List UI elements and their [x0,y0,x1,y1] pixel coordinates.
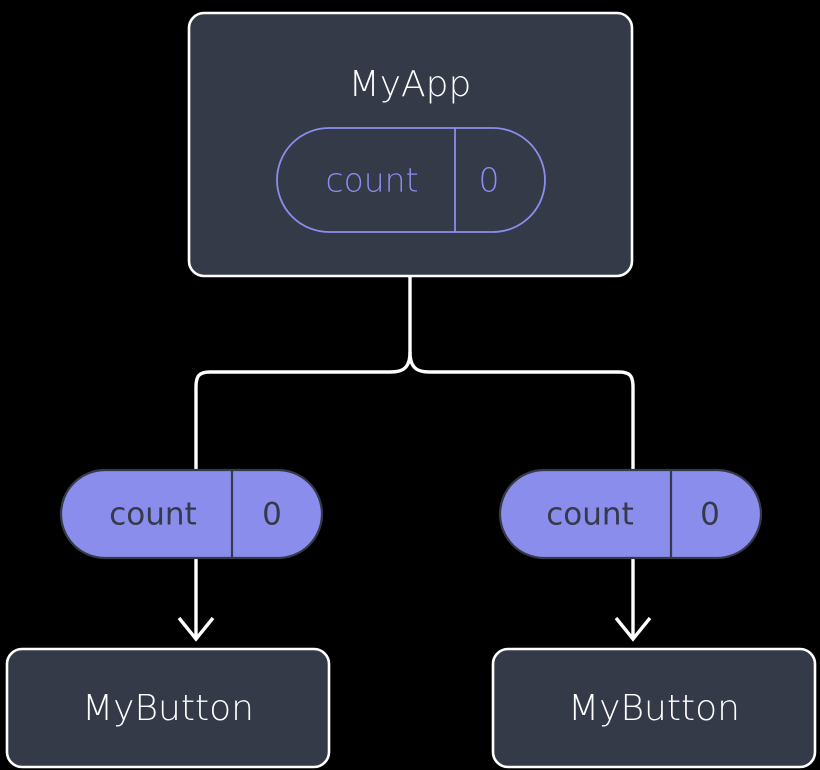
arrow-left-group [177,558,215,642]
state-pill-root-value: 0 [479,161,500,200]
state-pill-right-value: 0 [700,497,720,533]
node-mybutton-left-label: MyButton [82,688,254,729]
state-pill-right-key: count [546,497,633,533]
node-mybutton-right-box[interactable] [491,647,817,769]
node-mybutton-right-label: MyButton [568,688,740,729]
node-mybutton-left-box[interactable] [5,647,331,769]
state-pill-root-key: count [325,161,418,200]
fork-connector-group [194,275,635,470]
state-pill-left-key: count [109,497,196,533]
state-pill-root-shape[interactable] [276,127,546,233]
state-pill-left-shape[interactable] [59,468,324,560]
arrow-right-head-icon [614,616,652,642]
state-pill-right-shape[interactable] [498,468,763,560]
node-mybutton-right[interactable]: MyButton [491,647,817,769]
state-pill-root[interactable]: count 0 [276,127,546,233]
state-pill-left-value: 0 [262,497,282,533]
state-pill-left[interactable]: count 0 [59,468,324,560]
state-pill-right[interactable]: count 0 [498,468,763,560]
node-myapp[interactable]: MyApp count 0 [187,11,634,278]
node-myapp-box[interactable] [187,11,634,278]
connector-branch-right [408,351,635,470]
connector-branch-left [194,351,412,470]
node-mybutton-left[interactable]: MyButton [5,647,331,769]
arrow-right-group [614,558,652,642]
node-myapp-label: MyApp [349,64,472,105]
arrow-left-head-icon [177,616,215,642]
